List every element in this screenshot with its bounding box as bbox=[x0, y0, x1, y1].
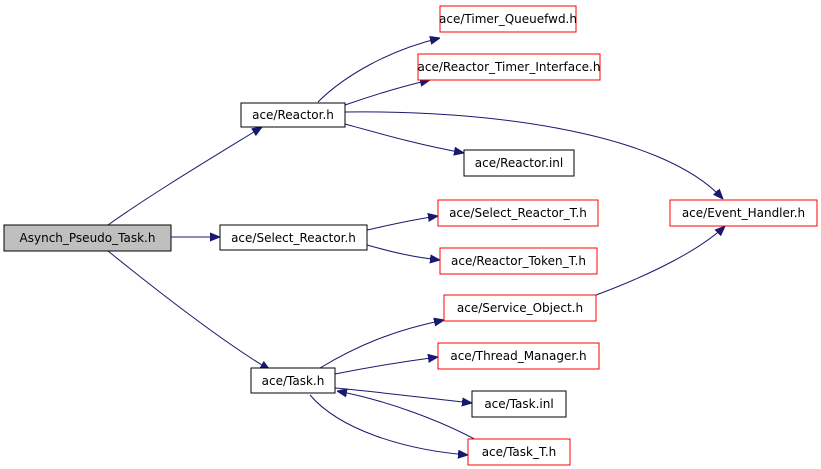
nodes: Asynch_Pseudo_Task.h ace/Reactor.h ace/S… bbox=[3, 5, 818, 466]
node-reactor-timer-interface[interactable]: ace/Reactor_Timer_Interface.h bbox=[417, 53, 601, 81]
node-label: ace/Task.inl bbox=[484, 397, 553, 411]
node-box bbox=[3, 224, 172, 252]
node-box bbox=[417, 53, 601, 81]
node-select-reactor[interactable]: ace/Select_Reactor.h bbox=[219, 224, 368, 251]
node-label: ace/Task_T.h bbox=[482, 445, 557, 459]
edge-reactor-to-reactor-timer-interface bbox=[344, 80, 430, 106]
node-select-reactor-t[interactable]: ace/Select_Reactor_T.h bbox=[437, 199, 599, 227]
node-asynch-pseudo-task[interactable]: Asynch_Pseudo_Task.h bbox=[3, 224, 172, 252]
node-task-t[interactable]: ace/Task_T.h bbox=[467, 438, 571, 466]
edge-task-t-to-task bbox=[337, 391, 481, 443]
node-label: ace/Task.h bbox=[262, 374, 325, 388]
node-box bbox=[467, 438, 571, 466]
node-label: ace/Reactor.inl bbox=[475, 156, 563, 170]
node-box bbox=[219, 224, 368, 251]
node-box bbox=[250, 367, 336, 394]
node-box bbox=[443, 294, 597, 322]
node-reactor-token-t[interactable]: ace/Reactor_Token_T.h bbox=[439, 247, 598, 275]
node-label: ace/Select_Reactor.h bbox=[231, 231, 356, 245]
edge-reactor-to-timer-queuefwd bbox=[317, 38, 440, 103]
edge-task-to-task-t bbox=[309, 394, 468, 455]
node-label: ace/Thread_Manager.h bbox=[450, 349, 586, 363]
node-label: ace/Service_Object.h bbox=[457, 301, 583, 315]
edge-task-to-thread-manager bbox=[334, 357, 438, 375]
node-box bbox=[240, 102, 346, 128]
node-task-inl[interactable]: ace/Task.inl bbox=[471, 390, 567, 418]
node-box bbox=[439, 247, 598, 275]
node-label: ace/Event_Handler.h bbox=[682, 206, 805, 220]
node-reactor-inl[interactable]: ace/Reactor.inl bbox=[463, 149, 575, 177]
node-timer-queuefwd[interactable]: ace/Timer_Queuefwd.h bbox=[439, 5, 577, 33]
edge-asynch-to-reactor bbox=[107, 127, 262, 226]
node-box bbox=[669, 199, 818, 227]
node-label: ace/Reactor_Token_T.h bbox=[451, 254, 586, 268]
node-thread-manager[interactable]: ace/Thread_Manager.h bbox=[437, 342, 600, 370]
node-box bbox=[463, 149, 575, 177]
node-box bbox=[437, 199, 599, 227]
node-label: ace/Reactor.h bbox=[252, 108, 334, 122]
edges bbox=[107, 38, 725, 455]
node-label: ace/Timer_Queuefwd.h bbox=[439, 12, 577, 26]
node-label: Asynch_Pseudo_Task.h bbox=[20, 231, 156, 245]
edge-reactor-to-event-handler bbox=[344, 111, 723, 199]
node-service-object[interactable]: ace/Service_Object.h bbox=[443, 294, 597, 322]
node-task[interactable]: ace/Task.h bbox=[250, 367, 336, 394]
edge-reactor-to-reactor-inl bbox=[344, 123, 464, 153]
edge-task-to-task-inl bbox=[334, 387, 472, 403]
edge-task-to-service-object bbox=[319, 320, 444, 369]
node-box bbox=[437, 342, 600, 370]
edge-select-reactor-to-reactor-token-t bbox=[366, 244, 440, 260]
node-reactor[interactable]: ace/Reactor.h bbox=[240, 102, 346, 128]
node-box bbox=[471, 390, 567, 418]
node-box bbox=[439, 5, 577, 33]
edge-service-object-to-event-handler bbox=[595, 226, 725, 296]
node-label: ace/Select_Reactor_T.h bbox=[449, 206, 587, 220]
node-event-handler[interactable]: ace/Event_Handler.h bbox=[669, 199, 818, 227]
node-label: ace/Reactor_Timer_Interface.h bbox=[418, 60, 601, 74]
edge-select-reactor-to-select-reactor-t bbox=[366, 216, 438, 231]
edge-asynch-to-task bbox=[107, 250, 270, 370]
